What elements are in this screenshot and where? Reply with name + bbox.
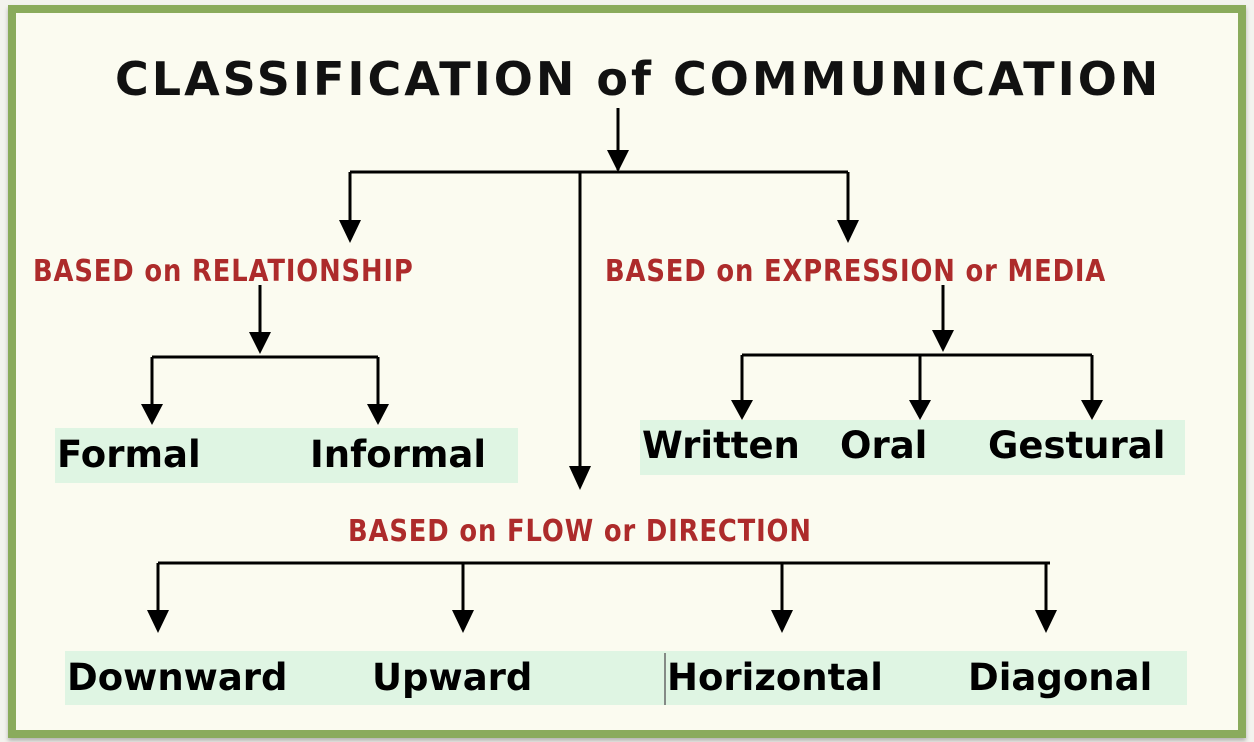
item-formal: Formal (57, 433, 201, 476)
category-relationship: BASED on RELATIONSHIP (33, 254, 414, 289)
item-downward: Downward (67, 656, 288, 699)
item-diagonal: Diagonal (968, 656, 1153, 699)
item-upward: Upward (372, 656, 533, 699)
diagram-title: CLASSIFICATION of COMMUNICATION (115, 52, 1162, 106)
flow-items-box (65, 651, 1187, 705)
expression-items-box (640, 420, 1185, 475)
item-horizontal: Horizontal (667, 656, 883, 699)
category-flow: BASED on FLOW or DIRECTION (348, 514, 812, 549)
relationship-items-box (55, 428, 518, 483)
category-expression: BASED on EXPRESSION or MEDIA (605, 254, 1107, 289)
item-gestural: Gestural (988, 424, 1166, 467)
item-written: Written (642, 424, 800, 467)
item-oral: Oral (840, 424, 928, 467)
item-informal: Informal (310, 433, 487, 476)
